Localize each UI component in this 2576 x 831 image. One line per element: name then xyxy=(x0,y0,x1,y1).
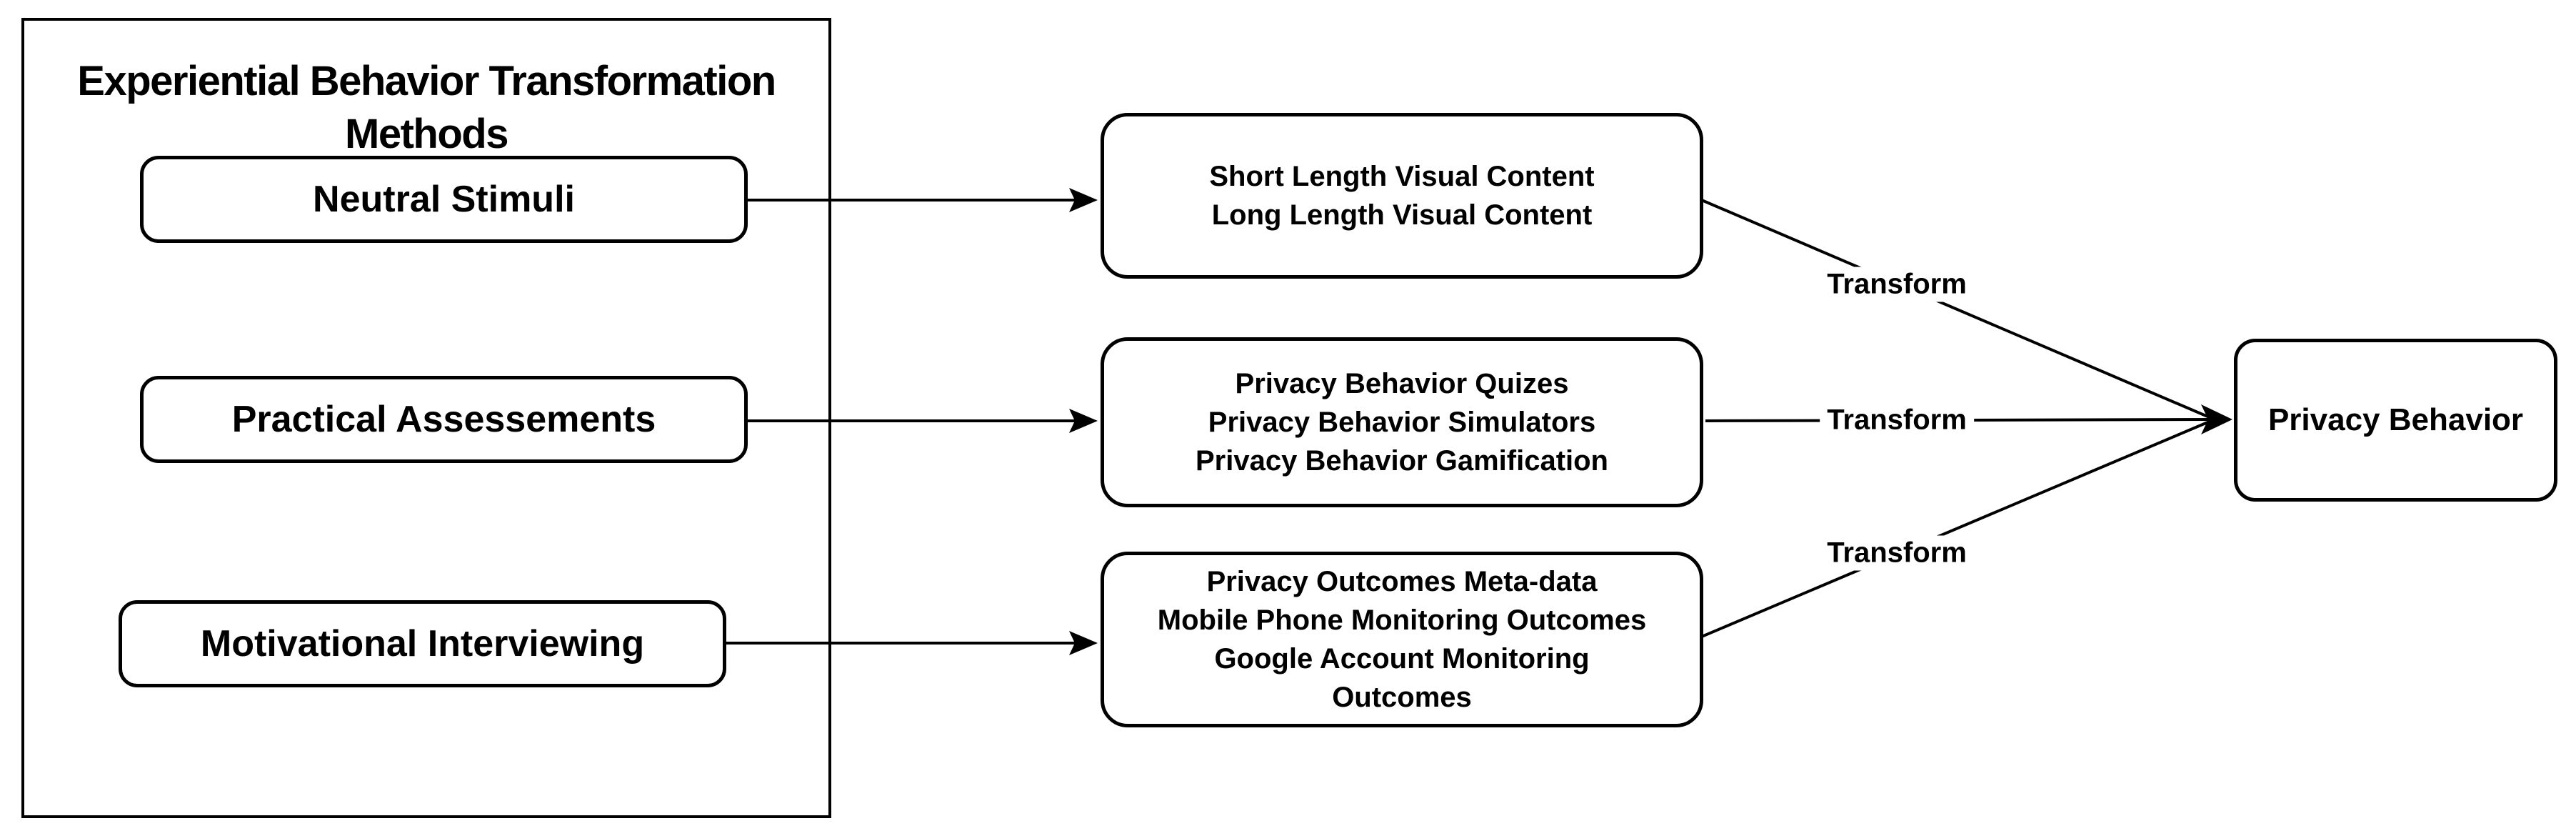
arrowhead-outcomes xyxy=(1069,631,1098,655)
edge-label-transform-bottom: Transform xyxy=(1820,535,1974,571)
edge-label-transform-middle: Transform xyxy=(1820,402,1974,438)
node-line: Privacy Behavior Gamification xyxy=(1195,445,1608,477)
node-motivational-interviewing: Motivational Interviewing xyxy=(119,600,726,687)
node-practical-assessements: Practical Assessements xyxy=(140,376,748,463)
node-line: Google Account Monitoring Outcomes xyxy=(1214,643,1590,713)
node-visual-content: Short Length Visual Content Long Length … xyxy=(1101,113,1703,279)
node-privacy-behavior-exercises: Privacy Behavior Quizes Privacy Behavior… xyxy=(1101,337,1703,507)
node-line: Privacy Behavior Quizes xyxy=(1235,368,1569,399)
arrowhead-visual-content xyxy=(1069,188,1098,212)
node-line: Long Length Visual Content xyxy=(1211,199,1593,231)
node-label: Privacy Behavior xyxy=(2267,402,2524,437)
arrowhead-privacy-behavior xyxy=(2201,404,2232,434)
node-label: Practical Assessements xyxy=(231,399,656,440)
edge-label-transform-top: Transform xyxy=(1820,267,1974,302)
arrowhead-quizes xyxy=(1069,409,1098,433)
methods-group-title: Experiential Behavior Transformation Met… xyxy=(77,58,776,157)
node-label: Motivational Interviewing xyxy=(200,623,645,665)
node-privacy-behavior: Privacy Behavior xyxy=(2234,339,2557,502)
node-line: Mobile Phone Monitoring Outcomes xyxy=(1157,604,1647,636)
edge-visual-content-to-privacy-behavior xyxy=(1698,197,2212,419)
node-label: Neutral Stimuli xyxy=(313,179,575,220)
node-line: Privacy Behavior Simulators xyxy=(1208,407,1596,438)
methods-group-container: Experiential Behavior Transformation Met… xyxy=(21,18,831,818)
node-line: Privacy Outcomes Meta-data xyxy=(1206,566,1598,597)
node-neutral-stimuli: Neutral Stimuli xyxy=(140,156,748,243)
node-monitoring-outcomes: Privacy Outcomes Meta-data Mobile Phone … xyxy=(1101,552,1703,727)
node-line: Short Length Visual Content xyxy=(1209,161,1595,192)
edge-outcomes-to-privacy-behavior xyxy=(1698,419,2212,640)
